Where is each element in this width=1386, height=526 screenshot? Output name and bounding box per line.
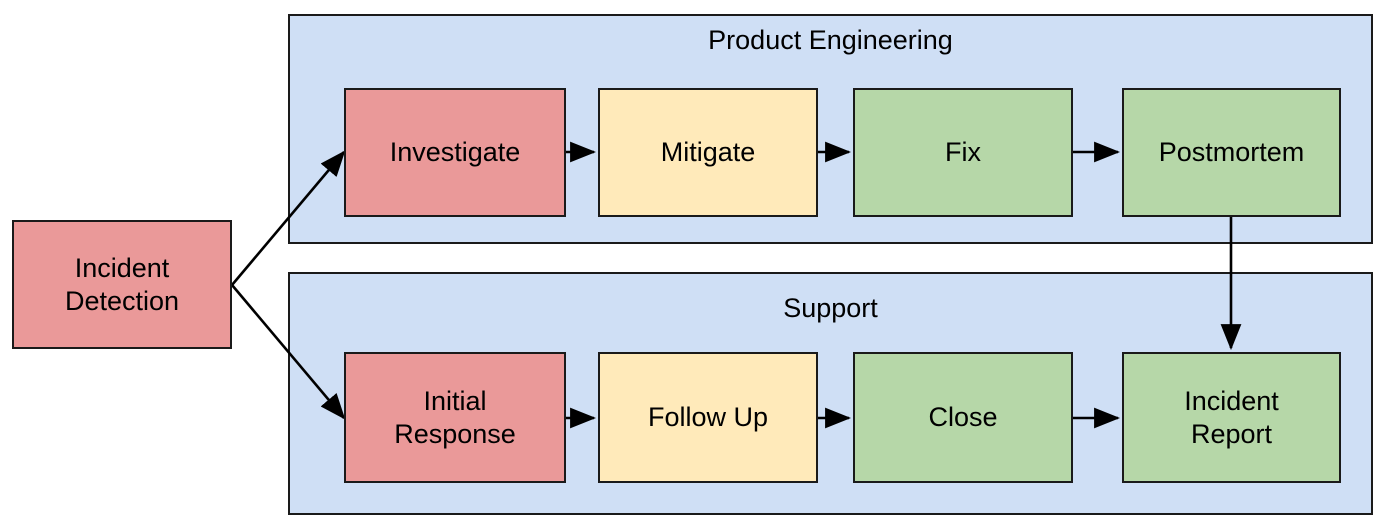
- group-title-product-engineering: Product Engineering: [708, 25, 953, 55]
- node-fix[interactable]: Fix: [853, 88, 1073, 217]
- node-initial-response[interactable]: Initial Response: [344, 352, 566, 483]
- node-label-initial-response: Initial Response: [394, 385, 516, 449]
- node-label-mitigate: Mitigate: [660, 137, 756, 167]
- node-mitigate[interactable]: Mitigate: [598, 88, 818, 217]
- node-close[interactable]: Close: [853, 352, 1073, 483]
- node-label-investigate: Investigate: [389, 137, 521, 167]
- node-investigate[interactable]: Investigate: [344, 88, 566, 217]
- group-title-support: Support: [783, 293, 878, 323]
- node-label-postmortem: Postmortem: [1158, 137, 1305, 167]
- node-label-follow-up: Follow Up: [647, 402, 769, 432]
- node-label-incident-detection: Incident Detection: [64, 252, 180, 316]
- node-label-close: Close: [928, 402, 998, 432]
- node-incident-report[interactable]: Incident Report: [1122, 352, 1341, 483]
- node-label-fix: Fix: [945, 137, 981, 167]
- node-label-incident-report: Incident Report: [1184, 385, 1279, 449]
- node-follow-up[interactable]: Follow Up: [598, 352, 818, 483]
- node-postmortem[interactable]: Postmortem: [1122, 88, 1341, 217]
- node-incident-detection[interactable]: Incident Detection: [12, 220, 232, 349]
